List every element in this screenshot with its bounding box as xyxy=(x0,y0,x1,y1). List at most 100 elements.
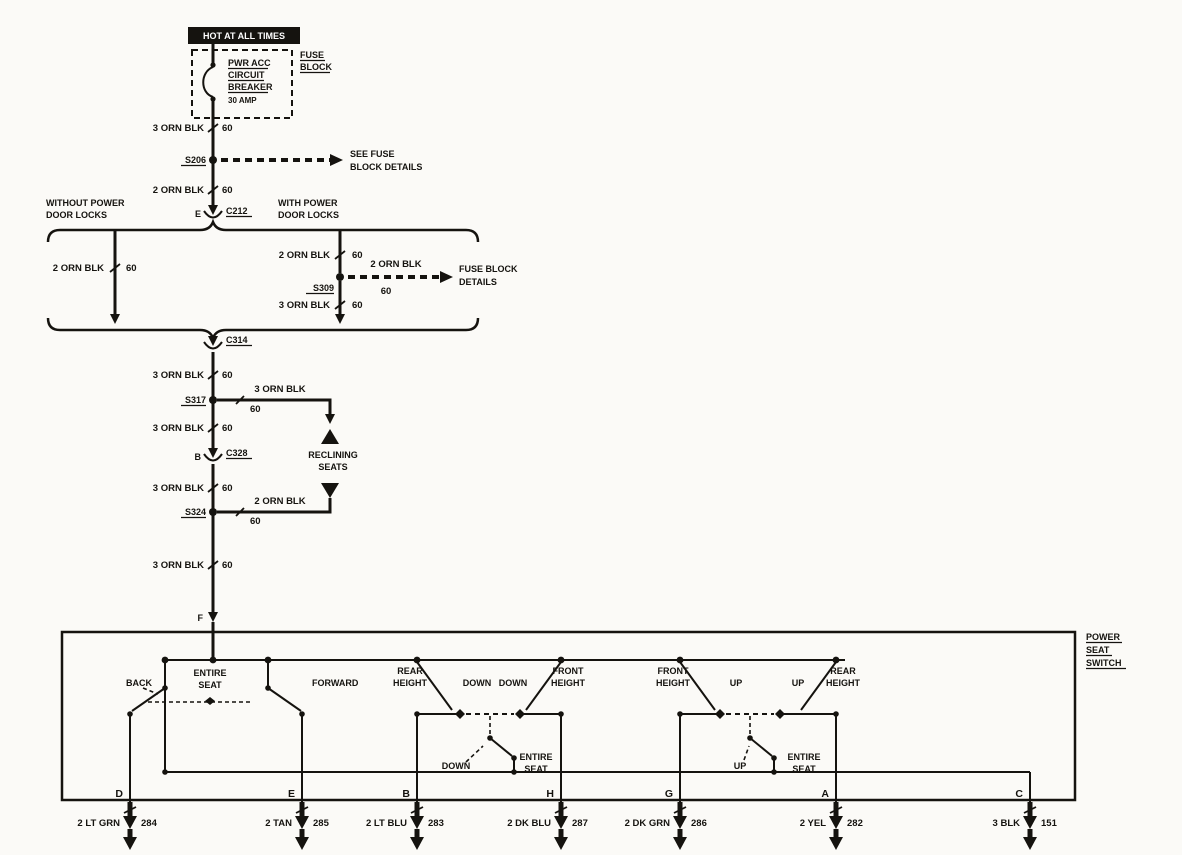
breaker-rating: 30 AMP xyxy=(228,96,257,105)
s324-branch-color: 2 ORN BLK xyxy=(254,496,305,507)
splice-s309-label: S309 xyxy=(313,283,334,293)
fuse-details-note-1: FUSE BLOCK xyxy=(459,264,518,274)
back-label: BACK xyxy=(126,678,152,688)
height-up-switches: FRONT HEIGHT UP UP REAR HEIGHT UP ENTIRE… xyxy=(656,661,861,774)
output-wire-color: 2 DK BLU xyxy=(507,818,551,829)
c212-label: C212 xyxy=(226,206,248,216)
entire-seat-label-1: ENTIRE xyxy=(193,668,226,678)
wire2-color: 2 ORN BLK xyxy=(153,185,204,196)
wire1-color: 3 ORN BLK xyxy=(153,123,204,134)
right-branch-wire2-circuit: 60 xyxy=(352,300,363,311)
entire-seat-up-label-2: SEAT xyxy=(792,764,816,774)
front-height-left-label-1: FRONT xyxy=(553,666,584,676)
entire-seat-up-dir-label: UP xyxy=(734,761,747,771)
front-height-left-label-2: HEIGHT xyxy=(551,678,586,688)
rear-height-up-arm xyxy=(800,661,837,711)
output-wire-circuit: 283 xyxy=(428,818,444,829)
power-seat-switch: POWER SEAT SWITCH BACK ENTIRE xyxy=(60,630,1126,802)
c314-label: C314 xyxy=(226,335,248,345)
right-branch-wire1-circuit: 60 xyxy=(352,250,363,261)
output-connector-d: D 2 LT GRN 284 xyxy=(77,788,158,850)
height-down-switches: REAR HEIGHT DOWN DOWN FRONT HEIGHT DOWN … xyxy=(393,661,586,774)
wire3-color: 3 ORN BLK xyxy=(153,370,204,381)
fuse-block-label-1: FUSE xyxy=(300,50,324,60)
output-wire-color: 2 TAN xyxy=(265,818,292,829)
reclining-seats-label-1: RECLINING xyxy=(308,450,358,460)
back-switch-arm xyxy=(131,687,166,712)
wire2-circuit: 60 xyxy=(222,185,233,196)
breaker-name-line1: PWR ACC xyxy=(228,58,271,68)
output-wire-circuit: 282 xyxy=(847,818,863,829)
right-branch-wire1-color: 2 ORN BLK xyxy=(279,250,330,261)
c328-pin: B xyxy=(195,452,202,462)
rear-height-down-arm xyxy=(416,661,453,711)
output-connectors: D 2 LT GRN 284 E 2 TAN 285 B 2 LT BLU 28… xyxy=(77,788,1058,850)
connector-c314 xyxy=(203,336,223,350)
splice-s206-label: S206 xyxy=(185,155,206,165)
entire-seat-label-2: SEAT xyxy=(198,680,222,690)
pin-letter: B xyxy=(402,788,410,800)
forward-label: FORWARD xyxy=(312,678,359,688)
up-right-label: UP xyxy=(792,678,805,688)
wire1-circuit: 60 xyxy=(222,123,233,134)
down-right-label: DOWN xyxy=(499,678,528,688)
wire3-circuit: 60 xyxy=(222,370,233,381)
wire6-color: 3 ORN BLK xyxy=(153,560,204,571)
output-wire-circuit: 287 xyxy=(572,818,588,829)
without-locks-title-1: WITHOUT POWER xyxy=(46,198,125,208)
c328-label: C328 xyxy=(226,448,248,458)
without-locks-title-2: DOOR LOCKS xyxy=(46,210,107,220)
front-height-up-arm xyxy=(679,661,716,711)
wire5-circuit: 60 xyxy=(222,483,233,494)
output-wire-circuit: 151 xyxy=(1041,818,1058,829)
output-connector-b: B 2 LT BLU 283 xyxy=(366,788,444,850)
splice-s324-label: S324 xyxy=(185,507,206,517)
connector-c212 xyxy=(203,205,223,219)
output-connector-g: G 2 DK GRN 286 xyxy=(625,788,707,850)
entire-seat-down-label-1: ENTIRE xyxy=(519,752,552,762)
front-height-right-label-1: FRONT xyxy=(658,666,689,676)
output-wire-color: 3 BLK xyxy=(993,818,1021,829)
reclining-seats-label-2: SEATS xyxy=(318,462,347,472)
rear-height-left-label-1: REAR xyxy=(397,666,423,676)
reclining-seats-connector xyxy=(321,429,339,444)
splice-s317-label: S317 xyxy=(185,395,206,405)
output-connector-h: H 2 DK BLU 287 xyxy=(507,788,588,850)
entire-seat-down-label-2: SEAT xyxy=(524,764,548,774)
output-wire-circuit: 284 xyxy=(141,818,158,829)
right-branch-wire2-color: 3 ORN BLK xyxy=(279,300,330,311)
switch-output-wiring xyxy=(129,714,1031,802)
fuse-block-label-2: BLOCK xyxy=(300,62,332,72)
connector-c328 xyxy=(203,448,223,462)
output-connector-e: E 2 TAN 285 xyxy=(265,788,330,850)
hot-tag-box xyxy=(188,27,300,44)
see-fuse-note-2: BLOCK DETAILS xyxy=(350,162,422,172)
output-wire-color: 2 YEL xyxy=(800,818,826,829)
see-fuse-note-1: SEE FUSE xyxy=(350,149,395,159)
s309-branch-color: 2 ORN BLK xyxy=(370,259,421,270)
up-left-label: UP xyxy=(730,678,743,688)
forward-switch-arm xyxy=(267,687,302,712)
rear-height-right-label-2: HEIGHT xyxy=(826,678,861,688)
switch-title-2: SEAT xyxy=(1086,645,1110,655)
output-wire-circuit: 286 xyxy=(691,818,707,829)
seat-foreaft-switches: BACK ENTIRE SEAT FORWARD xyxy=(126,660,359,772)
output-wire-color: 2 LT BLU xyxy=(366,818,407,829)
with-locks-title-1: WITH POWER xyxy=(278,198,338,208)
pin-letter: C xyxy=(1015,788,1023,800)
pin-letter: H xyxy=(546,788,554,800)
output-connector-c: C 3 BLK 151 xyxy=(993,788,1058,850)
front-height-right-label-2: HEIGHT xyxy=(656,678,691,688)
rear-height-left-label-2: HEIGHT xyxy=(393,678,428,688)
wire4-circuit: 60 xyxy=(222,423,233,434)
hot-tag-label: HOT AT ALL TIMES xyxy=(203,31,285,41)
entire-seat-down-arm xyxy=(489,737,513,757)
s309-branch-circuit: 60 xyxy=(381,286,392,297)
front-height-down-arm xyxy=(525,661,562,711)
left-branch-wire-circuit: 60 xyxy=(126,263,137,274)
reclining-seats-return-connector xyxy=(321,483,339,498)
switch-title-1: POWER xyxy=(1086,632,1121,642)
breaker-name-line3: BREAKER xyxy=(228,82,273,92)
